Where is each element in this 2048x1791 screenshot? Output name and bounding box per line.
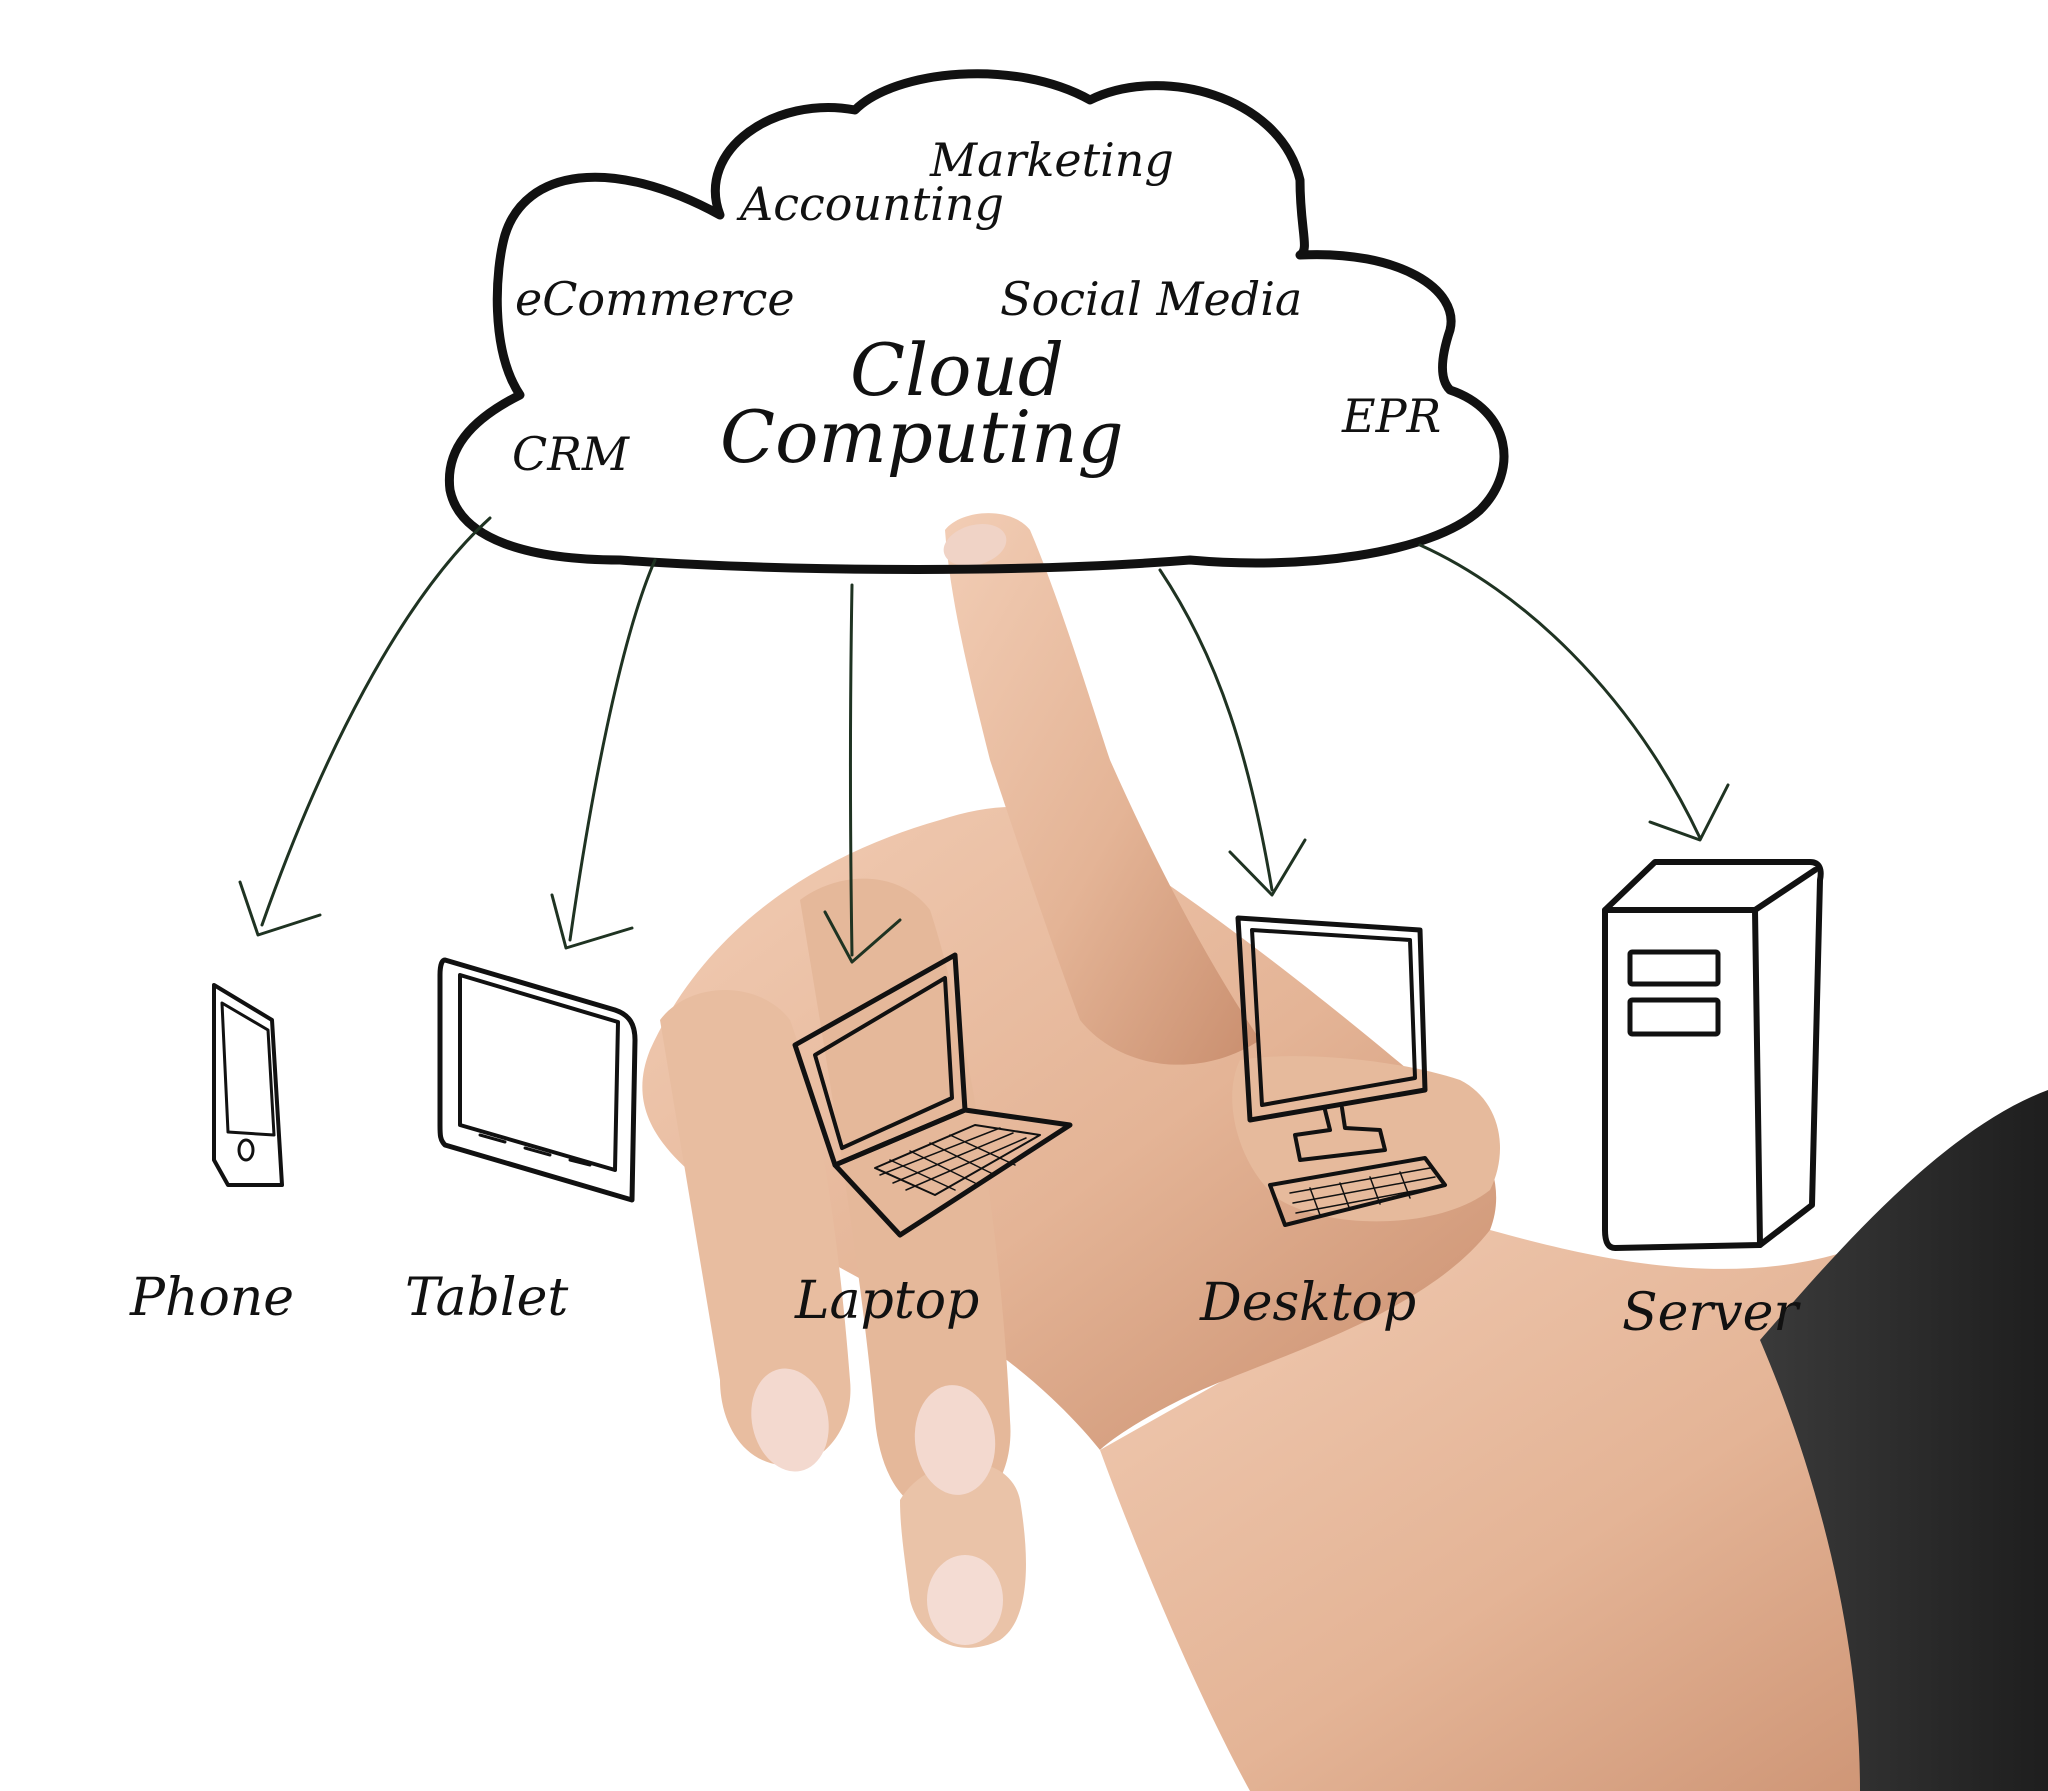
service-crm: CRM bbox=[512, 427, 631, 481]
device-label-phone: Phone bbox=[129, 1268, 294, 1328]
device-label-server: Server bbox=[1622, 1283, 1801, 1343]
phone-icon bbox=[212, 983, 284, 1187]
cloud-outline bbox=[444, 69, 1509, 574]
arrow-to-laptop bbox=[823, 583, 902, 964]
arrow-to-phone bbox=[238, 516, 492, 937]
arrow-to-server bbox=[1418, 543, 1730, 842]
laptop-icon bbox=[792, 952, 1073, 1238]
service-social-media: Social Media bbox=[1000, 272, 1302, 326]
device-label-desktop: Desktop bbox=[1199, 1273, 1416, 1333]
desktop-icon bbox=[1235, 915, 1447, 1227]
service-marketing: Marketing bbox=[929, 133, 1174, 187]
device-label-tablet: Tablet bbox=[405, 1268, 568, 1328]
pointing-hand bbox=[642, 513, 2048, 1791]
service-ecommerce: eCommerce bbox=[515, 272, 795, 326]
service-accounting: Accounting bbox=[736, 177, 1004, 231]
arrow-to-desktop bbox=[1158, 568, 1307, 897]
cloud-title-line2: Computing bbox=[720, 395, 1124, 479]
arrow-to-tablet bbox=[550, 558, 657, 950]
cloud-title-line1: Cloud bbox=[850, 328, 1064, 412]
device-label-laptop: Laptop bbox=[794, 1271, 979, 1331]
service-epr: EPR bbox=[1341, 389, 1441, 443]
tablet-icon bbox=[437, 957, 638, 1203]
server-icon bbox=[1602, 859, 1824, 1251]
